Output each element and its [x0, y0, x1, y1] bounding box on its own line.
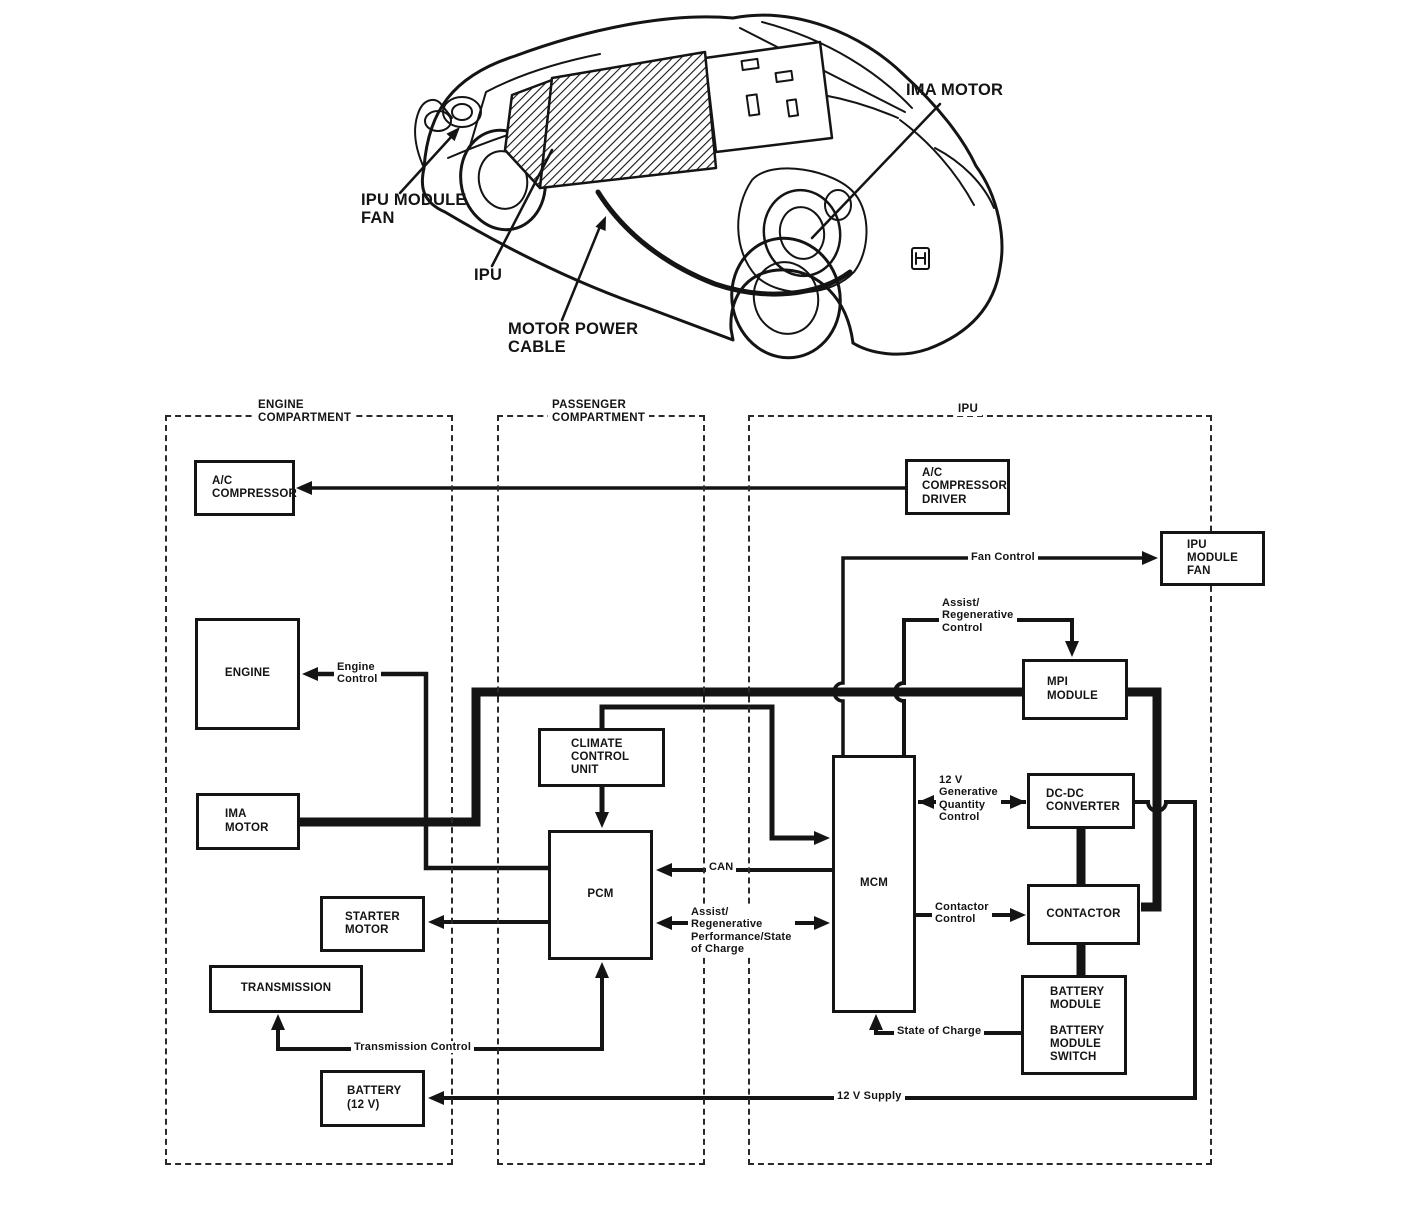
arrow-supply-into-battery12v [428, 1091, 444, 1105]
label-fan-control: Fan Control [968, 551, 1038, 564]
box-engine-label: ENGINE [224, 667, 271, 680]
box-mcm: MCM [832, 755, 916, 1013]
box-climate-control-unit-label: CLIMATE CONTROL UNIT [571, 737, 630, 777]
box-dcdc-converter: DC-DC CONVERTER [1027, 773, 1135, 829]
label-transmission-control: Transmission Control [351, 1041, 475, 1054]
box-pcm-label: PCM [587, 888, 614, 901]
car-ipu-fan-shape [424, 96, 482, 132]
box-starter-motor: STARTER MOTOR [320, 896, 425, 952]
arrow-into-mpi-module [1065, 641, 1079, 657]
box-contactor: CONTACTOR [1027, 884, 1140, 945]
box-dcdc-converter-label: DC-DC CONVERTER [1046, 787, 1121, 813]
box-battery-12v: BATTERY (12 V) [320, 1070, 425, 1127]
arrow-perf-into-mcm [814, 916, 830, 930]
compartment-engine-label: ENGINE COMPARTMENT [254, 399, 356, 425]
car-body-bottom [420, 166, 855, 345]
label-assist-regenerative-control: Assist/ Regenerative Control [939, 597, 1017, 635]
label-contactor-control: Contactor Control [932, 901, 992, 926]
arrow-soc-into-mcm [869, 1014, 883, 1030]
box-ima-motor: IMA MOTOR [196, 793, 300, 850]
box-climate-control-unit: CLIMATE CONTROL UNIT [538, 728, 665, 787]
arrow-into-transmission [271, 1014, 285, 1030]
arrow-perf-into-pcm [656, 916, 672, 930]
label-engine-control: Engine Control [334, 661, 381, 686]
box-engine: ENGINE [195, 618, 300, 730]
box-ipu-module-fan: IPU MODULE FAN [1160, 531, 1265, 586]
box-contactor-label: CONTACTOR [1046, 907, 1121, 920]
callout-leader-lines [398, 102, 942, 322]
car-body-outline [422, 13, 1004, 356]
line-assist-regen-control [893, 618, 1074, 755]
box-ipu-module-fan-label: IPU MODULE FAN [1187, 538, 1239, 578]
arrow-into-contactor [1010, 908, 1026, 922]
box-transmission-label: TRANSMISSION [240, 982, 332, 995]
arrow-trans-into-pcm [595, 962, 609, 978]
box-ac-compressor-label: A/C COMPRESSOR [212, 474, 298, 500]
box-mpi-module-label: MPI MODULE [1047, 676, 1099, 702]
line-ccu-mcm [599, 704, 818, 841]
line-12v-supply [438, 800, 1197, 1100]
callout-ima-motor: IMA MOTOR [906, 81, 1004, 99]
compartment-ipu-label: IPU [954, 403, 983, 416]
compartment-ipu [748, 415, 1212, 1165]
box-ac-compressor: A/C COMPRESSOR [194, 460, 298, 516]
box-transmission: TRANSMISSION [209, 965, 363, 1013]
compartment-passenger-label: PASSENGER COMPARTMENT [548, 399, 650, 425]
car-illustration [398, 13, 1004, 360]
box-ac-compressor-driver-label: A/C COMPRESSOR DRIVER [922, 467, 1008, 506]
box-mpi-module: MPI MODULE [1022, 659, 1128, 720]
car-ipu-module-shape [503, 50, 718, 190]
box-ima-motor-label: IMA MOTOR [225, 808, 269, 834]
leader-ipu [490, 148, 554, 268]
box-ac-compressor-driver: A/C COMPRESSOR DRIVER [905, 459, 1010, 515]
leader-ima-motor [810, 102, 942, 240]
callout-motor-power-cable: MOTOR POWER CABLE [508, 320, 639, 356]
compartment-passenger [497, 415, 705, 1165]
leader-ipu-module-fan [398, 134, 454, 195]
line-fan-control [832, 556, 1144, 755]
leader-motor-power-cable [560, 222, 603, 322]
arrow-genq-into-dcdc [1010, 795, 1026, 809]
arrow-ccu-into-mcm [814, 831, 830, 845]
box-pcm: PCM [548, 830, 653, 960]
car-motor-power-cable-shape [595, 189, 853, 297]
label-12v-supply: 12 V Supply [834, 1090, 905, 1103]
box-mcm-label: MCM [859, 877, 889, 890]
box-battery-module-label: BATTERY MODULE BATTERY MODULE SWITCH [1050, 985, 1105, 1064]
car-badge [911, 247, 930, 270]
arrow-into-engine [302, 667, 318, 681]
arrow-into-ipu-module-fan [1142, 551, 1158, 565]
callout-ipu-module-fan: IPU MODULE FAN [361, 191, 467, 227]
diagram-arrowheads [271, 481, 1158, 1105]
label-can: CAN [706, 861, 737, 874]
callout-arrowheads [446, 127, 606, 231]
arrow-into-ac-compressor [296, 481, 312, 495]
label-state-of-charge: State of Charge [894, 1025, 985, 1038]
car-ima-motor-shape [737, 167, 868, 294]
arrow-can-into-pcm [656, 863, 672, 877]
callout-ipu: IPU [474, 266, 503, 284]
box-battery-12v-label: BATTERY (12 V) [347, 1085, 402, 1111]
box-starter-motor-label: STARTER MOTOR [345, 910, 400, 936]
label-assist-regen-performance: Assist/ Regenerative Performance/State o… [688, 906, 795, 956]
arrow-genq-into-mcm [918, 795, 934, 809]
car-rear-detail [414, 98, 453, 169]
label-gen-quantity-control: 12 V Generative Quantity Control [936, 774, 1001, 824]
arrow-into-starter-motor [428, 915, 444, 929]
arrow-ccu-into-pcm [595, 812, 609, 828]
car-bracket-plate [703, 40, 834, 154]
box-battery-module: BATTERY MODULE BATTERY MODULE SWITCH [1021, 975, 1127, 1075]
